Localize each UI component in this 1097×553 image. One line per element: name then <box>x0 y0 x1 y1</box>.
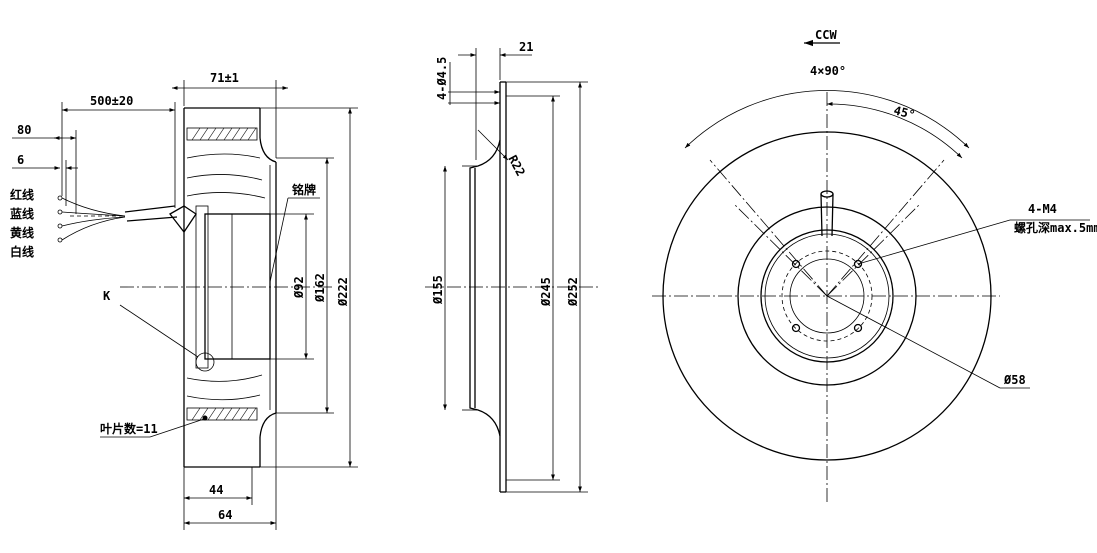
wire-red-label: 红线 <box>10 187 34 202</box>
dim-44: 44 <box>183 467 253 530</box>
inlet-ring-profile <box>462 81 507 493</box>
dim-hole-label: 4-Ø4.5 <box>435 57 449 100</box>
hub-center <box>789 258 865 334</box>
dim-d155: Ø155 <box>431 166 447 410</box>
dim-r22-label: R22 <box>505 153 528 179</box>
inlet-ring-outer <box>737 206 917 386</box>
rotation-label: CCW <box>815 28 837 42</box>
mounting-hole <box>791 259 801 269</box>
dim-80: 80 <box>12 123 77 214</box>
angle-4x90-label: 4×90° <box>810 64 846 78</box>
dim-71-label: 71±1 <box>210 71 239 85</box>
dim-64-label: 64 <box>218 508 232 522</box>
dim-500: 500±20 <box>61 94 176 208</box>
dim-d155-label: Ø155 <box>431 275 445 305</box>
dim-6: 6 <box>12 153 78 206</box>
dim-d245-label: Ø245 <box>539 277 553 307</box>
detail-k-callout: K <box>103 289 215 372</box>
detail-k-label: K <box>103 289 111 303</box>
dim-21: 21 <box>458 40 533 160</box>
dim-hole-4x4.5: 4-Ø4.5 <box>435 57 500 105</box>
thread-size-label: 4-M4 <box>1028 202 1057 216</box>
dim-d222: Ø222 <box>260 107 358 468</box>
wire-yellow-label: 黄线 <box>10 225 34 240</box>
dim-d92-label: Ø92 <box>292 276 306 299</box>
dim-d222-label: Ø222 <box>336 277 350 307</box>
dim-500-label: 500±20 <box>90 94 133 108</box>
thread-callout: 4-M4 螺孔深max.5mm <box>857 202 1097 265</box>
dim-44-label: 44 <box>209 483 223 497</box>
impeller-body <box>169 107 277 468</box>
mounting-hole <box>791 323 801 333</box>
angle-45: 45° <box>826 101 963 159</box>
nameplate-callout: 铭牌 <box>269 182 320 283</box>
dim-80-label: 80 <box>17 123 31 137</box>
motor-hub-inner <box>764 233 890 359</box>
dim-64: 64 <box>184 413 277 530</box>
dim-d252: Ø252 <box>506 81 588 493</box>
wire-legend: 红线 蓝线 黄线 白线 <box>10 187 34 259</box>
bolt-circle <box>781 250 873 342</box>
mounting-hole <box>853 323 863 333</box>
dim-6-label: 6 <box>17 153 24 167</box>
blade-count-callout: 叶片数=11 <box>100 415 208 438</box>
motor-flange <box>760 229 894 363</box>
dim-d162-label: Ø162 <box>313 273 327 303</box>
blade-count-label: 叶片数=11 <box>100 421 158 436</box>
dim-d245: Ø245 <box>506 95 560 481</box>
cable-outlet <box>820 190 834 237</box>
motor-rotor <box>204 213 271 360</box>
mounting-holes <box>791 259 863 333</box>
dim-d58: Ø58 <box>826 295 1030 389</box>
front-view: CCW 4×90° 45° 4-M4 螺孔深max.5mm Ø58 <box>652 28 1097 502</box>
dim-d58-label: Ø58 <box>1003 373 1026 387</box>
dim-21-label: 21 <box>519 40 533 54</box>
power-cable <box>57 195 178 243</box>
thread-depth-label: 螺孔深max.5mm <box>1014 220 1097 235</box>
dim-r22: R22 <box>477 129 528 179</box>
dim-d92: Ø92 <box>270 213 314 360</box>
rotation-indicator: CCW <box>804 28 840 47</box>
dim-d162: Ø162 <box>276 157 334 414</box>
wire-white-label: 白线 <box>10 244 34 259</box>
nameplate-label: 铭牌 <box>292 182 316 197</box>
dim-d252-label: Ø252 <box>566 277 580 307</box>
side-view: 71±1 500±20 80 6 红线 蓝线 黄线 白线 <box>10 71 358 530</box>
section-view: 21 4-Ø4.5 R22 Ø155 Ø245 <box>425 40 600 493</box>
wire-blue-label: 蓝线 <box>10 206 34 221</box>
dim-71: 71±1 <box>172 71 288 158</box>
angle-45-label: 45° <box>892 103 916 122</box>
